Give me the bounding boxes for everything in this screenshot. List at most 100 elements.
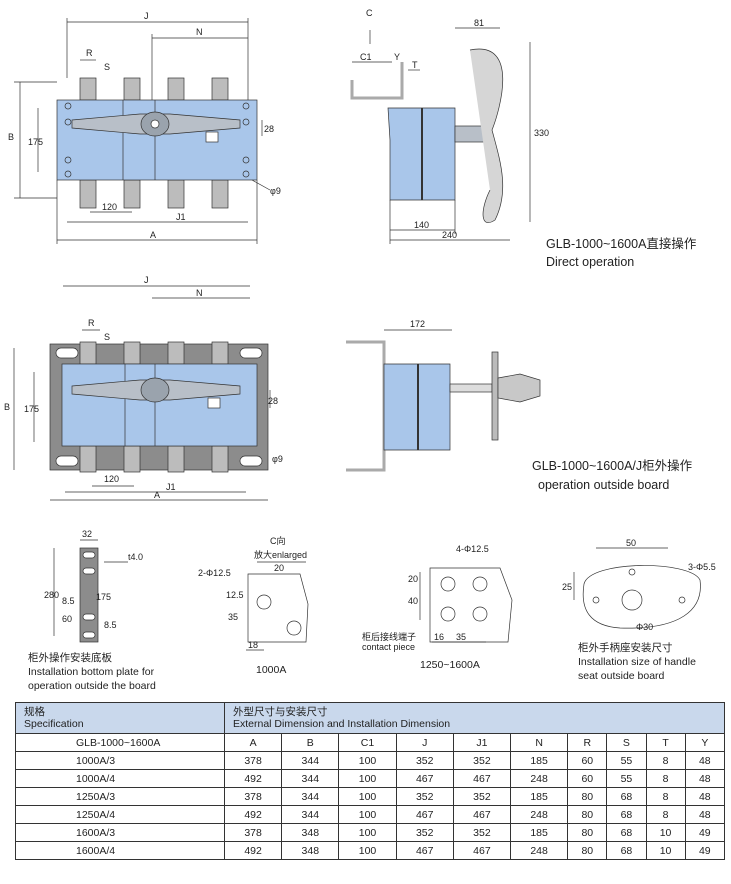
table-cell: 60 [567, 769, 608, 788]
caption-plate-en2: operation outside the board [28, 680, 156, 692]
dim-R: R [86, 48, 93, 58]
dim-330: 330 [534, 128, 549, 138]
dim-S: S [104, 62, 110, 72]
contact-cn: 柜后接线端子 [362, 631, 416, 642]
table-cell: 348 [281, 823, 340, 842]
table-cell: 10 [645, 841, 686, 860]
col-A: A [223, 733, 283, 752]
table-cell: 467 [395, 841, 454, 860]
dim-280: 280 [44, 590, 59, 600]
caption-plate-en1: Installation bottom plate for [28, 666, 155, 678]
col-model: GLB-1000~1600A [15, 733, 225, 752]
table-cell: 100 [338, 805, 397, 824]
dim-32: 32 [82, 529, 92, 539]
table-cell: 185 [510, 751, 569, 770]
dim-175-2: 175 [24, 404, 39, 414]
table-cell: 344 [281, 751, 340, 770]
table-cell: 467 [452, 841, 512, 860]
table-row: 1000A/3 378 344 100 352 352 185 60 55 8 … [15, 751, 726, 770]
dim-enlarged: 放大enlarged [254, 549, 307, 560]
dim-J1-2: J1 [166, 482, 176, 492]
dim-35: 35 [228, 612, 238, 622]
dim-R-2: R [88, 318, 95, 328]
technical-drawing: J N R S B 175 28 φ9 120 J1 A C C1 Y T 81… [4, 8, 716, 652]
dim-B-2: B [4, 402, 10, 412]
table-row: 1250A/4 492 344 100 467 467 248 80 68 8 … [15, 805, 726, 824]
header-spec-en: Specification [24, 718, 84, 730]
col-R: R [567, 733, 608, 752]
caption-outside-cn: GLB-1000~1600A/J柜外操作 [532, 459, 693, 473]
table-cell: 467 [452, 805, 512, 824]
header-dims-cn: 外型尺寸与安装尺寸 [233, 706, 328, 718]
table-cell: 80 [567, 823, 608, 842]
dim-140: 140 [414, 220, 429, 230]
table-cell: 492 [223, 805, 283, 824]
table-cell: 100 [338, 769, 397, 788]
dim-12.5: 12.5 [226, 590, 244, 600]
table-cell: 68 [606, 787, 647, 806]
handle-seat [573, 547, 701, 629]
dim-A: A [150, 230, 156, 240]
dim-holes-handle: 3-Φ5.5 [688, 562, 716, 572]
table-cell: 68 [606, 841, 647, 860]
table-cell: 55 [606, 769, 647, 788]
dim-81: 81 [474, 18, 484, 28]
table-cell: 49 [684, 841, 726, 860]
col-J1: J1 [452, 733, 512, 752]
col-N: N [510, 733, 569, 752]
col-B: B [281, 733, 340, 752]
table-cell: 55 [606, 751, 647, 770]
connection-1000a [246, 561, 309, 651]
table-cell: 49 [684, 823, 726, 842]
table-cell: 467 [395, 769, 454, 788]
table-cell: 80 [567, 841, 608, 860]
col-J: J [395, 733, 454, 752]
table-cell: 467 [452, 769, 512, 788]
table-cell: 80 [567, 805, 608, 824]
dim-cdir: C向 [270, 535, 286, 546]
col-C1: C1 [338, 733, 397, 752]
dim-C1: C1 [360, 52, 372, 62]
table-cell: 1250A/4 [15, 805, 225, 824]
table-cell: 248 [510, 769, 569, 788]
table-cell: 68 [606, 823, 647, 842]
table-cell: 352 [395, 823, 454, 842]
table-cell: 352 [452, 751, 512, 770]
table-cell: 344 [281, 787, 340, 806]
table-column-row: GLB-1000~1600A A B C1 J J1 N R S T Y [15, 733, 726, 752]
dim-172: 172 [410, 319, 425, 329]
table-cell: 344 [281, 769, 340, 788]
table-cell: 352 [395, 787, 454, 806]
caption-handle-cn: 柜外手柄座安装尺寸 [578, 642, 673, 654]
dim-t4: t4.0 [128, 552, 143, 562]
dim-175: 175 [28, 137, 43, 147]
dim-18: 18 [248, 640, 258, 650]
dim-35-1250: 35 [456, 632, 466, 642]
dim-28-2: 28 [268, 396, 278, 406]
table-cell: 467 [395, 805, 454, 824]
dim-16: 16 [434, 632, 444, 642]
table-cell: 100 [338, 751, 397, 770]
table-row: 1250A/3 378 344 100 352 352 185 80 68 8 … [15, 787, 726, 806]
caption-direct-cn: GLB-1000~1600A直接操作 [546, 237, 697, 251]
caption-1250a: 1250~1600A [420, 659, 480, 671]
front-view-direct [14, 18, 271, 244]
dim-8.5a: 8.5 [62, 596, 75, 606]
dim-B: B [8, 132, 14, 142]
table-cell: 8 [645, 769, 686, 788]
table-cell: 8 [645, 787, 686, 806]
caption-direct-en: Direct operation [546, 255, 635, 269]
caption-handle-en1: Installation size of handle [578, 656, 696, 668]
table-cell: 348 [281, 841, 340, 860]
dim-120-2: 120 [104, 474, 119, 484]
table-cell: 185 [510, 823, 569, 842]
table-cell: 378 [223, 823, 283, 842]
connection-1250-1600a [419, 567, 513, 643]
table-cell: 248 [510, 841, 569, 860]
dim-20: 20 [274, 563, 284, 573]
dim-Y: Y [394, 52, 400, 62]
table-cell: 48 [684, 769, 726, 788]
dim-A-2: A [154, 490, 160, 500]
table-cell: 1250A/3 [15, 787, 225, 806]
dim-25: 25 [562, 582, 572, 592]
